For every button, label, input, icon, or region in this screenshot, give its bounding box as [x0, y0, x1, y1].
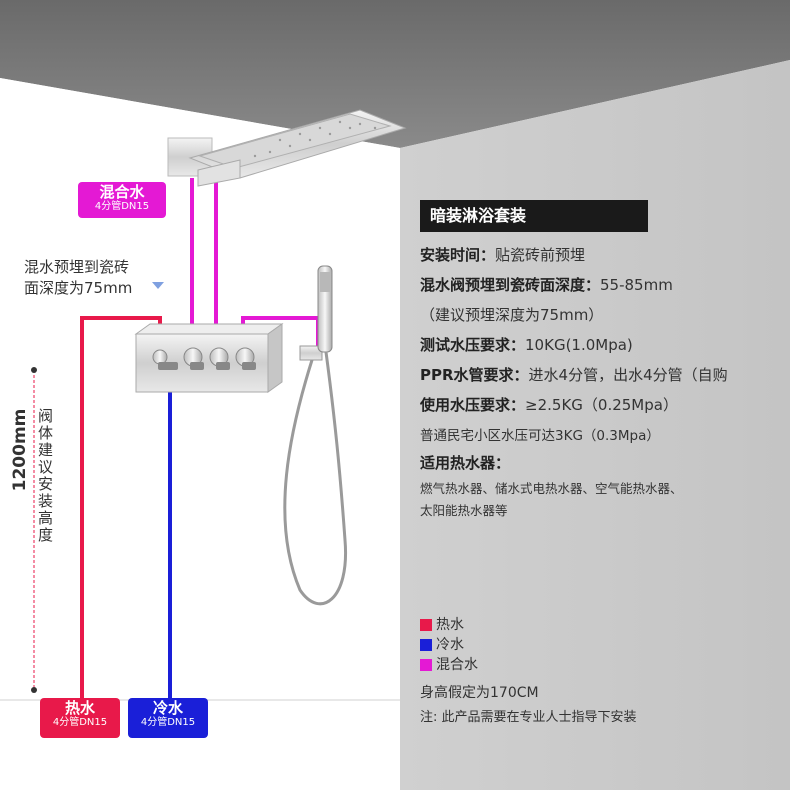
legend-swatch-cold — [420, 639, 432, 651]
hot-water-tag-title: 热水 — [64, 699, 95, 717]
spec-value: 10KG(1.0Mpa) — [525, 336, 633, 354]
install-note: 注: 此产品需要在专业人士指导下安装 — [420, 710, 637, 725]
spec-value: 55-85mm — [600, 276, 673, 294]
spec-line-depth-note: （建议预埋深度为75mm） — [420, 304, 603, 325]
legend-cold: 冷水 — [420, 634, 464, 653]
spec-line-heaters: 适用热水器： — [420, 452, 510, 473]
mixed-water-tag: 混合水 4分管DN15 — [78, 182, 166, 218]
spec-line-use-pressure: 使用水压要求：≥2.5KG（0.25Mpa） — [420, 394, 678, 415]
spec-line-depth: 混水阀预埋到瓷砖面深度：55-85mm — [420, 274, 673, 295]
spec-line-install-time: 安装时间：贴瓷砖前预埋 — [420, 244, 585, 265]
spec-value: 贴瓷砖前预埋 — [495, 246, 586, 264]
spec-key: 混水阀预埋到瓷砖面深度： — [420, 276, 601, 294]
spec-key: 测试水压要求： — [420, 336, 526, 354]
spec-key: 使用水压要求： — [420, 396, 526, 414]
embed-note-line2: 面深度为75mm — [24, 279, 133, 297]
spec-line-heater-types-1: 燃气热水器、储水式电热水器、空气能热水器、 — [420, 478, 683, 497]
hand-shower — [283, 265, 348, 606]
legend-label: 混合水 — [436, 657, 478, 673]
spec-value: 燃气热水器、储水式电热水器、空气能热水器、 — [420, 481, 683, 496]
right-wall — [0, 60, 790, 790]
spec-value: （建议预埋深度为75mm） — [420, 306, 604, 324]
legend-mixed: 混合水 — [420, 654, 478, 673]
rain-shower — [167, 109, 407, 187]
spec-title: 暗装淋浴套装 — [420, 200, 648, 232]
height-note: 阀体建议安装高度 — [38, 407, 54, 544]
spec-key: PPR水管要求： — [420, 366, 529, 384]
spec-value: 太阳能热水器等 — [420, 503, 508, 518]
hot-water-tag-sub: 4分管DN15 — [52, 717, 108, 728]
height-marker — [31, 367, 37, 693]
cold-water-tag: 冷水 4分管DN15 — [128, 698, 208, 738]
spec-key: 适用热水器： — [420, 454, 511, 472]
spec-line-heater-types-2: 太阳能热水器等 — [420, 500, 508, 519]
spec-line-ppr: PPR水管要求：进水4分管，出水4分管（自购 — [420, 364, 728, 385]
mixed-water-tag-title: 混合水 — [99, 183, 145, 201]
legend-swatch-mixed — [420, 659, 432, 671]
cold-water-tag-title: 冷水 — [152, 699, 183, 717]
cold-water-tag-sub: 4分管DN15 — [140, 717, 196, 728]
legend-label: 冷水 — [436, 637, 464, 653]
spec-value: 普通民宅小区水压可达3KG（0.3Mpa） — [420, 428, 660, 444]
mixed-water-tag-sub: 4分管DN15 — [94, 201, 150, 212]
spec-value: ≥2.5KG（0.25Mpa） — [525, 396, 678, 414]
height-value: 1200mm — [10, 408, 30, 492]
spec-value: 进水4分管，出水4分管（自购 — [528, 366, 728, 384]
valve-body — [134, 323, 284, 393]
legend-swatch-hot — [420, 619, 432, 631]
spec-line-test-pressure: 测试水压要求：10KG(1.0Mpa) — [420, 334, 633, 355]
embed-note-line1: 混水预埋到瓷砖 — [24, 258, 130, 276]
legend-hot: 热水 — [420, 614, 464, 633]
hot-water-tag: 热水 4分管DN15 — [40, 698, 120, 738]
spec-line-residential-pressure: 普通民宅小区水压可达3KG（0.3Mpa） — [420, 424, 660, 444]
height-assumption-note: 身高假定为170CM — [420, 685, 539, 701]
left-wall — [0, 78, 400, 790]
legend-label: 热水 — [436, 617, 464, 633]
ceiling — [0, 0, 790, 148]
spec-key: 安装时间： — [420, 246, 496, 264]
down-arrow-icon — [152, 282, 164, 289]
